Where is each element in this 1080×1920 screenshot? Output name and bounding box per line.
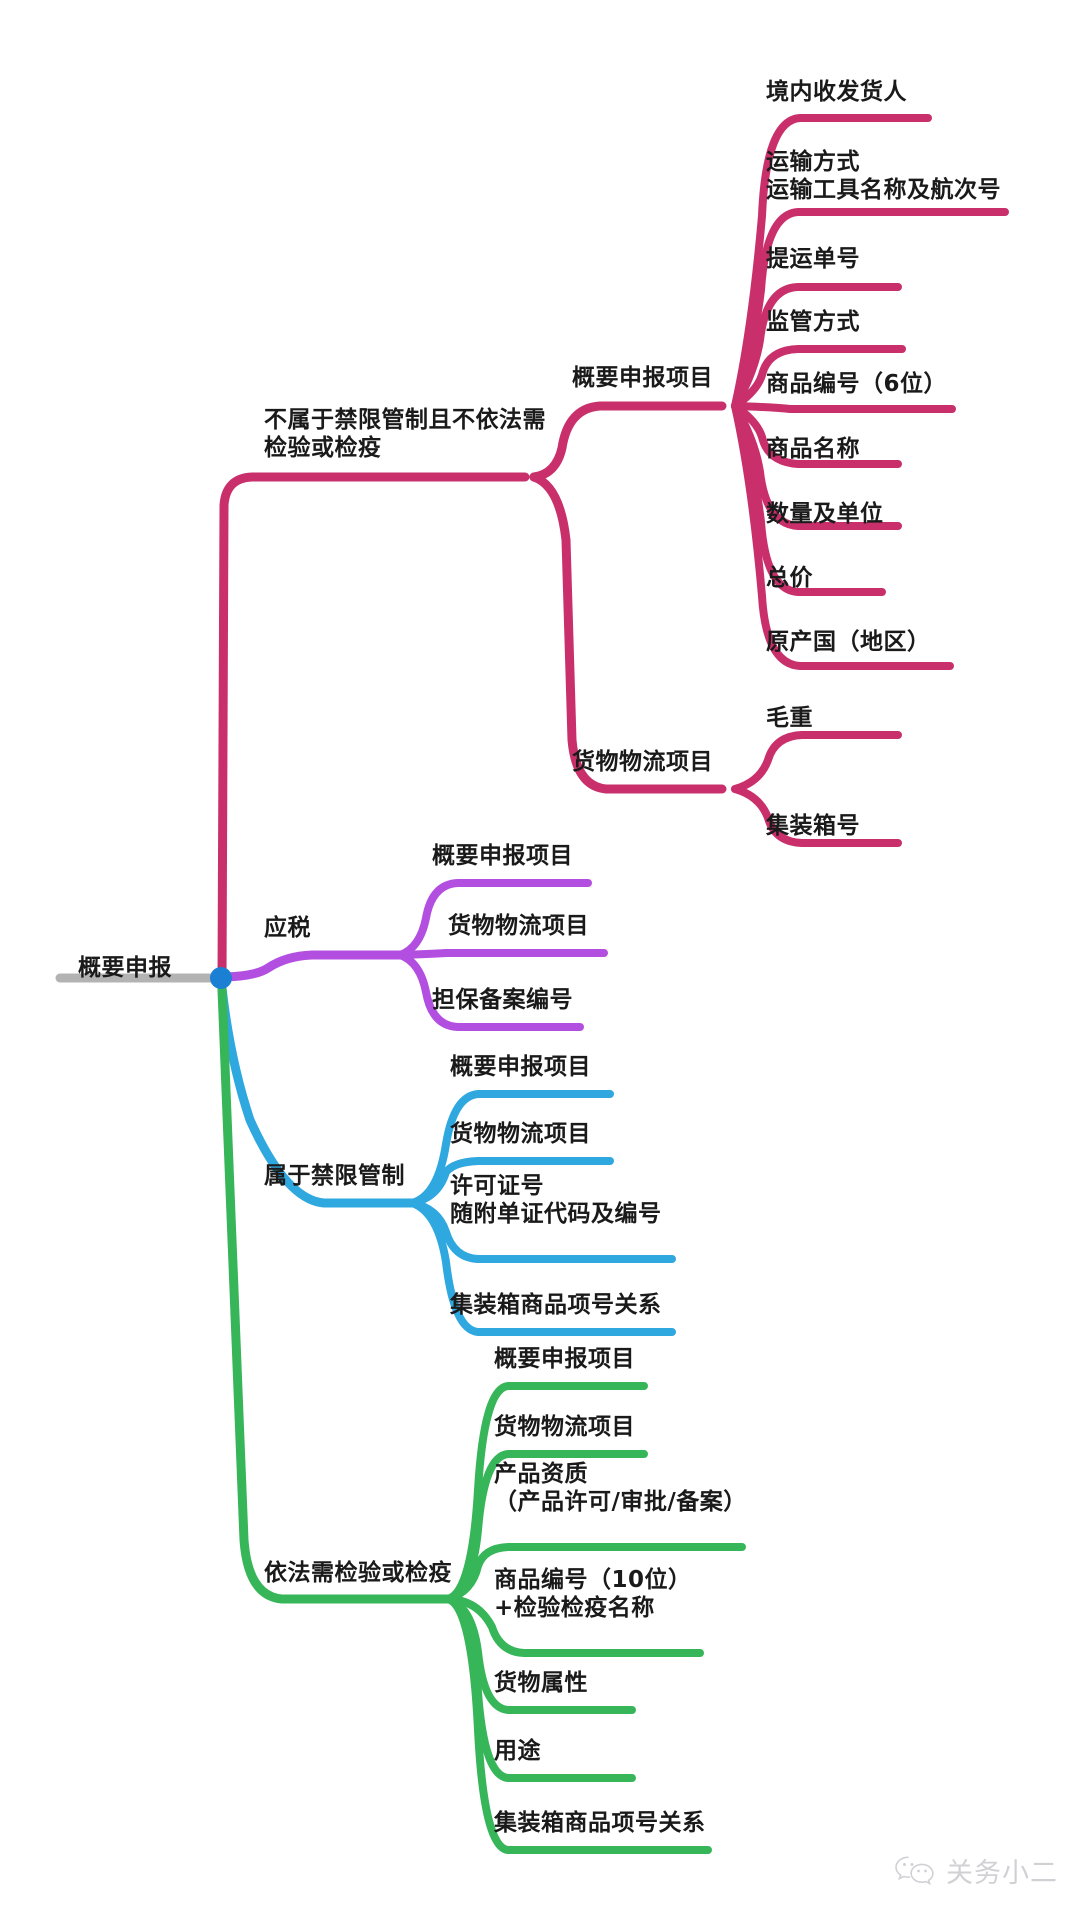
edge-inspection-leaf-4 bbox=[444, 1595, 704, 1657]
node-label-summary-items[interactable]: 概要申报项目 bbox=[572, 365, 713, 391]
edge-taxable-leaf-2 bbox=[396, 949, 608, 959]
edge-nonrestricted-to-summary bbox=[529, 401, 727, 482]
leaf-label-inspection-logistics-items[interactable]: 货物物流项目 bbox=[494, 1414, 635, 1440]
leaf-label-hs-code-6[interactable]: 商品编号（6位） bbox=[766, 371, 948, 397]
root-node-dot[interactable] bbox=[210, 967, 232, 989]
edge-root-to-inspection bbox=[217, 985, 453, 1604]
edge-taxable-leaf-1 bbox=[396, 879, 592, 959]
root-node-label[interactable]: 概要申报 bbox=[78, 955, 172, 981]
leaf-label-goods-attribute[interactable]: 货物属性 bbox=[494, 1670, 588, 1696]
edge-inspection-leaf-7 bbox=[444, 1595, 712, 1854]
leaf-label-gross-weight[interactable]: 毛重 bbox=[766, 705, 813, 731]
leaf-label-goods-name[interactable]: 商品名称 bbox=[766, 436, 860, 462]
leaf-label-container-number[interactable]: 集装箱号 bbox=[766, 813, 860, 839]
wechat-icon bbox=[893, 1854, 937, 1888]
leaf-label-license-number[interactable]: 许可证号 随附单证代码及编号 bbox=[450, 1173, 662, 1228]
leaf-label-bill-of-lading[interactable]: 提运单号 bbox=[766, 246, 860, 272]
edge-summary-leaf-1 bbox=[731, 114, 932, 410]
edge-nonrestricted-to-logistics bbox=[529, 472, 727, 794]
leaf-label-domestic-consignee[interactable]: 境内收发货人 bbox=[766, 79, 907, 105]
node-label-logistics-items[interactable]: 货物物流项目 bbox=[572, 749, 713, 775]
leaf-label-taxable-logistics-items[interactable]: 货物物流项目 bbox=[448, 913, 589, 939]
edge-summary-leaf-7 bbox=[731, 402, 902, 530]
leaf-label-hs-code-10[interactable]: 商品编号（10位） +检验检疫名称 bbox=[494, 1567, 692, 1622]
leaf-label-supervision-mode[interactable]: 监管方式 bbox=[766, 309, 860, 335]
leaf-label-total-price[interactable]: 总价 bbox=[766, 565, 813, 591]
branch-label-inspection[interactable]: 依法需检验或检疫 bbox=[264, 1560, 452, 1586]
edge-restricted-leaf-2 bbox=[408, 1157, 614, 1207]
leaf-label-guarantee-record-number[interactable]: 担保备案编号 bbox=[432, 987, 573, 1013]
edge-summary-leaf-3 bbox=[731, 283, 902, 410]
edge-summary-leaf-4 bbox=[731, 345, 906, 410]
edge-logistics-leaf-2 bbox=[731, 785, 902, 847]
leaf-label-inspection-summary-items[interactable]: 概要申报项目 bbox=[494, 1346, 635, 1372]
leaf-label-restricted-logistics-items[interactable]: 货物物流项目 bbox=[450, 1121, 591, 1147]
leaf-label-usage[interactable]: 用途 bbox=[494, 1738, 541, 1764]
edge-logistics-leaf-1 bbox=[731, 731, 902, 793]
edge-summary-leaf-5 bbox=[731, 402, 956, 413]
leaf-label-taxable-summary-items[interactable]: 概要申报项目 bbox=[432, 843, 573, 869]
edge-root-to-nonrestricted bbox=[217, 472, 530, 983]
branch-label-non-restricted[interactable]: 不属于禁限管制且不依法需 检验或检疫 bbox=[264, 407, 546, 462]
leaf-label-quantity-unit[interactable]: 数量及单位 bbox=[766, 501, 884, 527]
edge-root-to-taxable bbox=[221, 950, 405, 982]
edge-inspection-leaf-3 bbox=[444, 1543, 746, 1603]
branch-label-taxable[interactable]: 应税 bbox=[264, 915, 311, 941]
leaf-label-restricted-summary-items[interactable]: 概要申报项目 bbox=[450, 1054, 591, 1080]
edge-restricted-leaf-4 bbox=[408, 1199, 676, 1336]
leaf-label-product-qualification[interactable]: 产品资质 （产品许可/审批/备案） bbox=[494, 1461, 747, 1516]
watermark: 关务小二 bbox=[893, 1851, 1058, 1890]
leaf-label-origin-country[interactable]: 原产国（地区） bbox=[766, 629, 931, 655]
edge-taxable-leaf-3 bbox=[396, 951, 584, 1031]
leaf-label-transport-mode[interactable]: 运输方式 运输工具名称及航次号 bbox=[766, 149, 1001, 204]
watermark-text: 关务小二 bbox=[946, 1858, 1058, 1889]
leaf-label-restricted-container-relation[interactable]: 集装箱商品项号关系 bbox=[450, 1292, 662, 1318]
edge-summary-leaf-9 bbox=[731, 402, 954, 670]
branch-label-restricted[interactable]: 属于禁限管制 bbox=[264, 1163, 405, 1189]
edge-summary-leaf-2 bbox=[731, 208, 1009, 410]
edge-summary-leaf-6 bbox=[731, 402, 902, 468]
leaf-label-inspection-container-relation[interactable]: 集装箱商品项号关系 bbox=[494, 1810, 706, 1836]
